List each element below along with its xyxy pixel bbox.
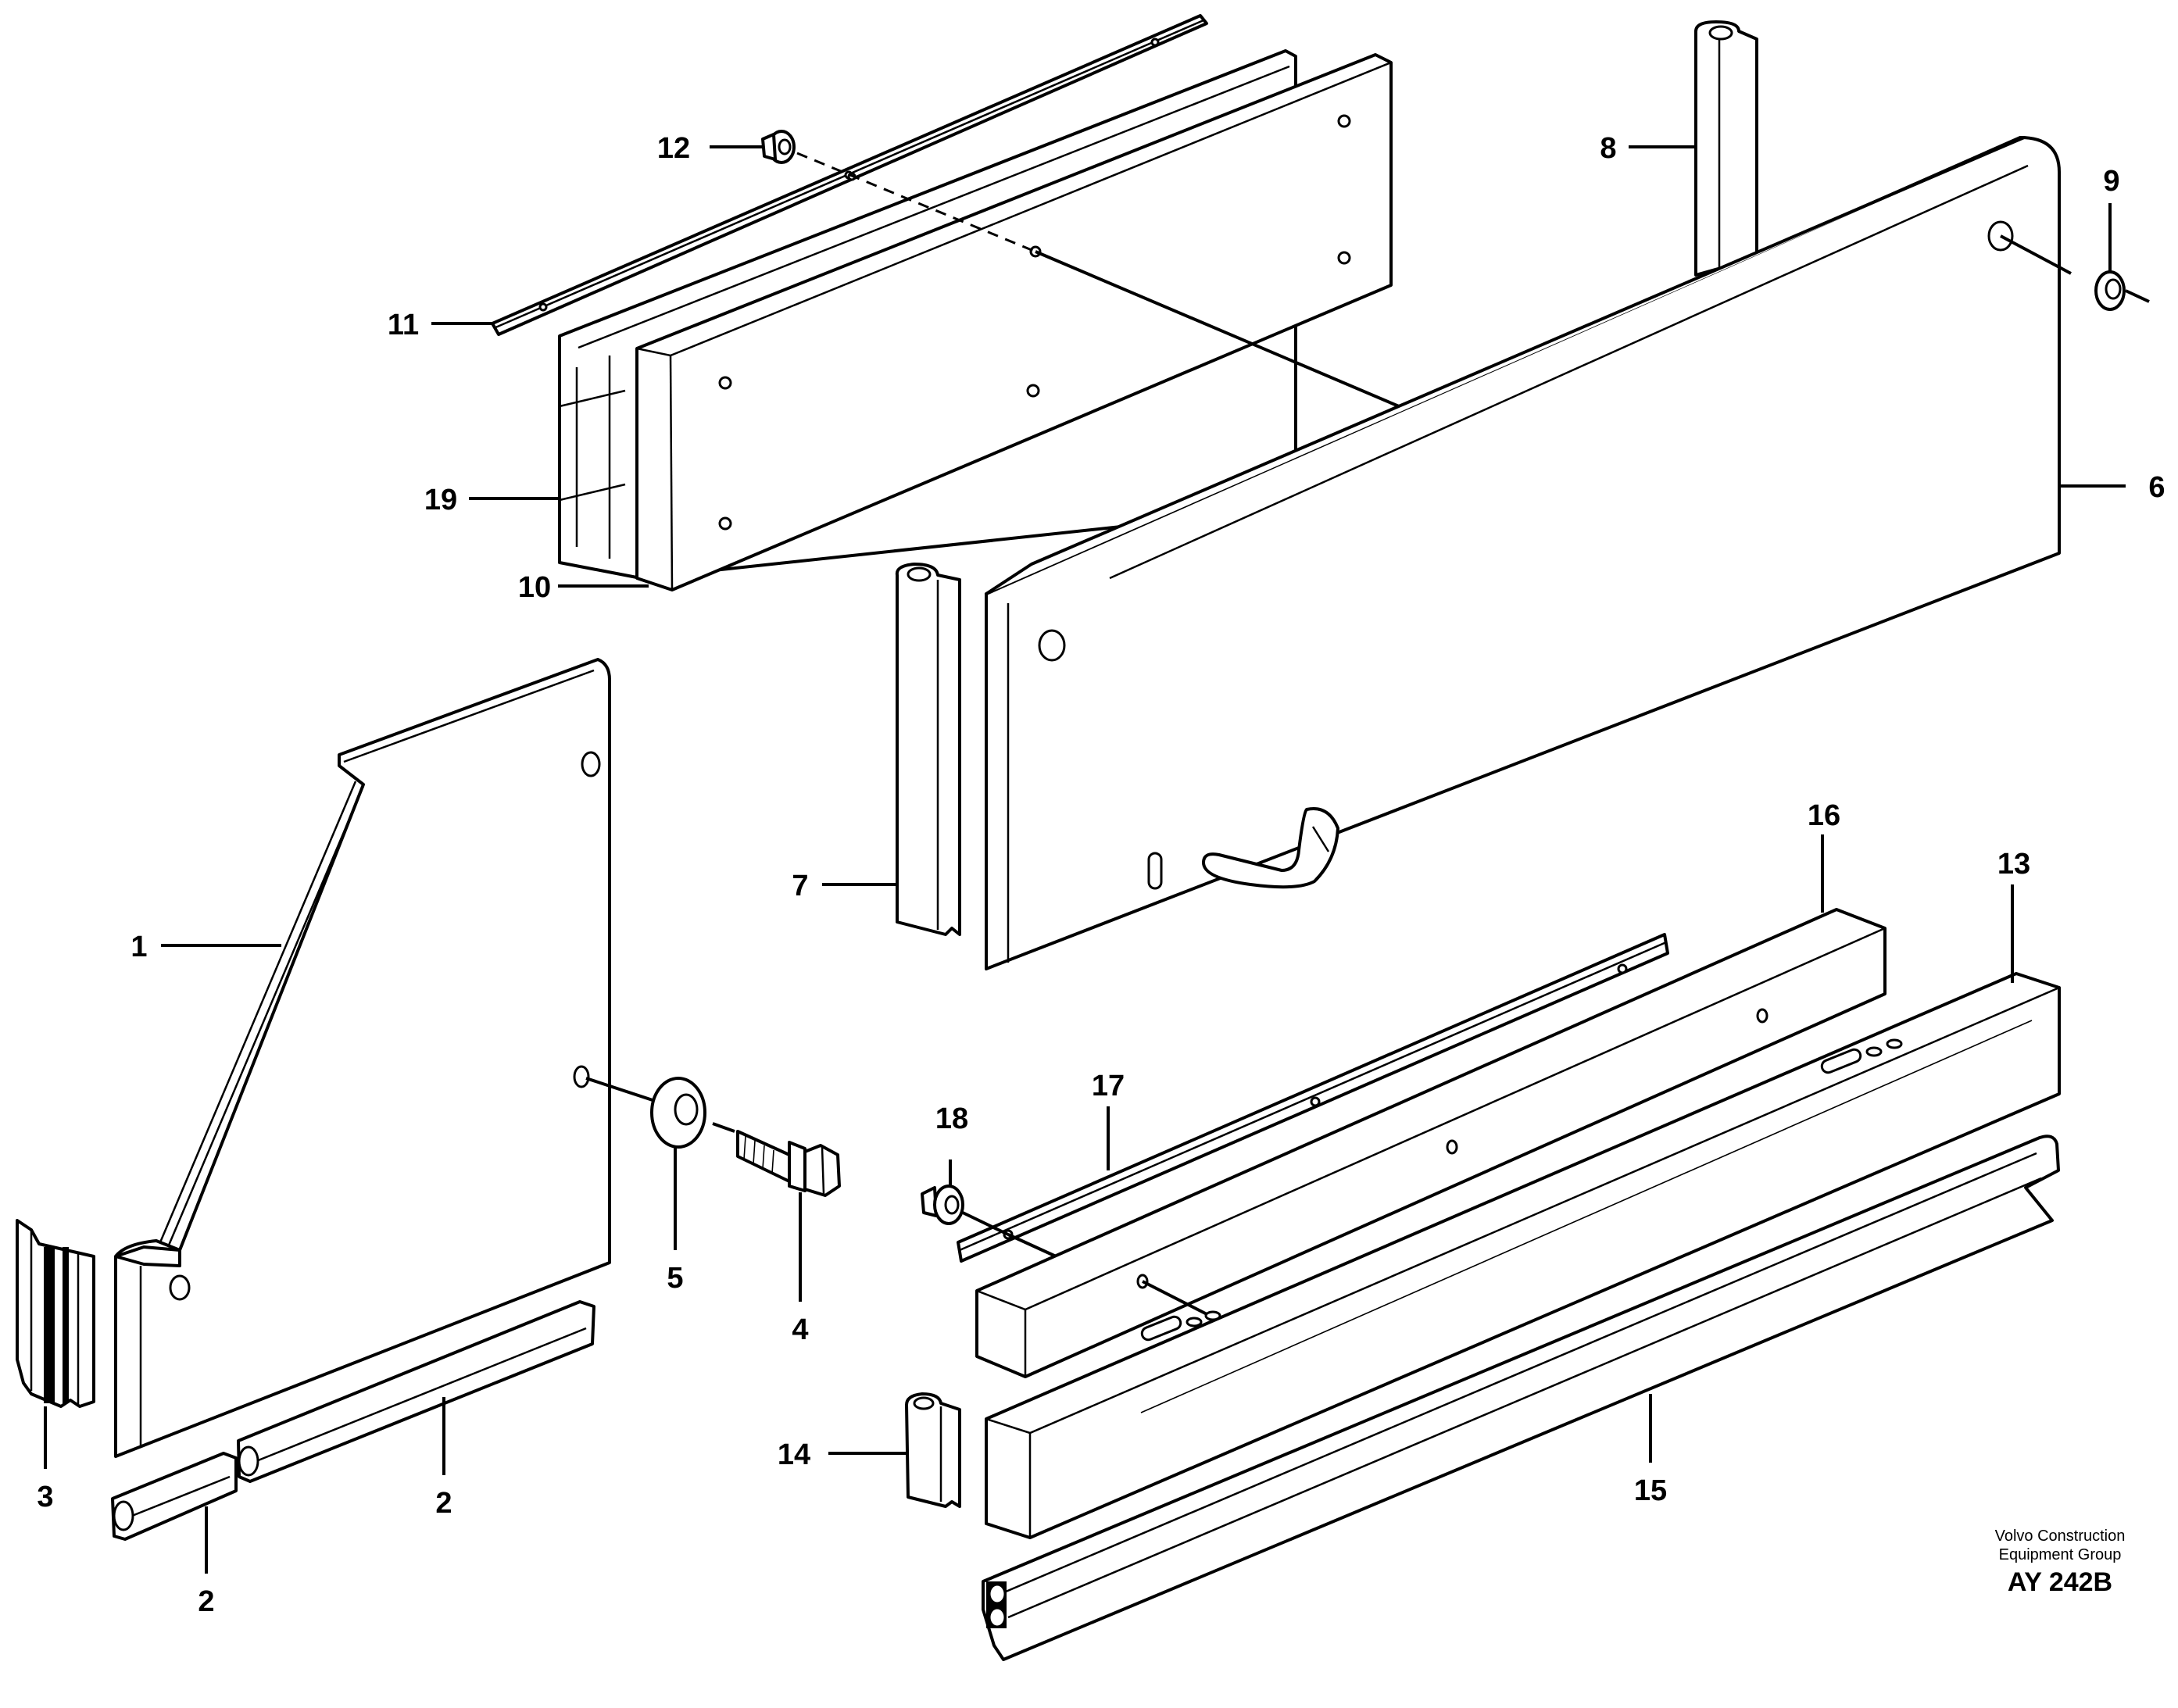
callout-5: 5 <box>667 1262 683 1295</box>
callout-7: 7 <box>792 870 808 902</box>
part-2-seal-long <box>237 1300 595 1483</box>
callout-3: 3 <box>37 1481 53 1513</box>
part-17-strip <box>957 933 1669 1263</box>
part-4-bolt <box>712 1122 841 1302</box>
part-15-seal <box>982 1134 2060 1661</box>
callout-19: 19 <box>424 484 457 516</box>
credit-line-2: Equipment Group <box>1999 1546 2122 1563</box>
part-18-nut <box>921 1185 1064 1261</box>
credit-block: Volvo Construction Equipment Group AY 24… <box>1995 1528 2126 1597</box>
callout-13: 13 <box>1997 848 2030 881</box>
part-2-seal-short <box>111 1452 238 1574</box>
part-13-bar <box>985 972 2061 1539</box>
part-12-nut <box>761 130 857 181</box>
part-14-seal <box>905 1392 961 1508</box>
callout-11: 11 <box>388 309 419 341</box>
callout-14: 14 <box>778 1438 810 1471</box>
credit-line-1: Volvo Construction <box>1995 1528 2126 1545</box>
callout-10: 10 <box>518 571 551 604</box>
callout-6: 6 <box>2148 471 2165 504</box>
part-1-end-plate <box>114 658 611 1458</box>
callout-12: 12 <box>657 132 690 165</box>
part-7-seal <box>895 563 961 936</box>
drawing-code: AY 242B <box>2008 1567 2112 1597</box>
callout-1: 1 <box>131 931 147 963</box>
callout-8: 8 <box>1600 132 1616 165</box>
part-16-bar <box>975 908 1887 1378</box>
callout-15: 15 <box>1634 1474 1667 1507</box>
leader-lines <box>161 145 2126 1463</box>
part-5-washer <box>585 1077 706 1250</box>
callout-labels: 1 2 2 3 4 5 6 7 8 9 10 11 12 13 14 15 16… <box>37 132 2165 1618</box>
assembly-line-12 <box>796 152 1036 253</box>
assembly-line-12-solid <box>1035 250 1400 408</box>
callout-2-short: 2 <box>198 1585 214 1618</box>
part-3-seal <box>16 1219 95 1469</box>
part-6-panel <box>985 136 2061 970</box>
callout-17: 17 <box>1092 1070 1125 1102</box>
callout-18: 18 <box>935 1102 968 1135</box>
callout-2-long: 2 <box>435 1487 452 1520</box>
callout-9: 9 <box>2103 165 2119 198</box>
callout-16: 16 <box>1808 799 1840 832</box>
callout-4: 4 <box>792 1313 808 1346</box>
part-10-board <box>635 53 1393 591</box>
part-8-seal <box>1694 20 1758 277</box>
